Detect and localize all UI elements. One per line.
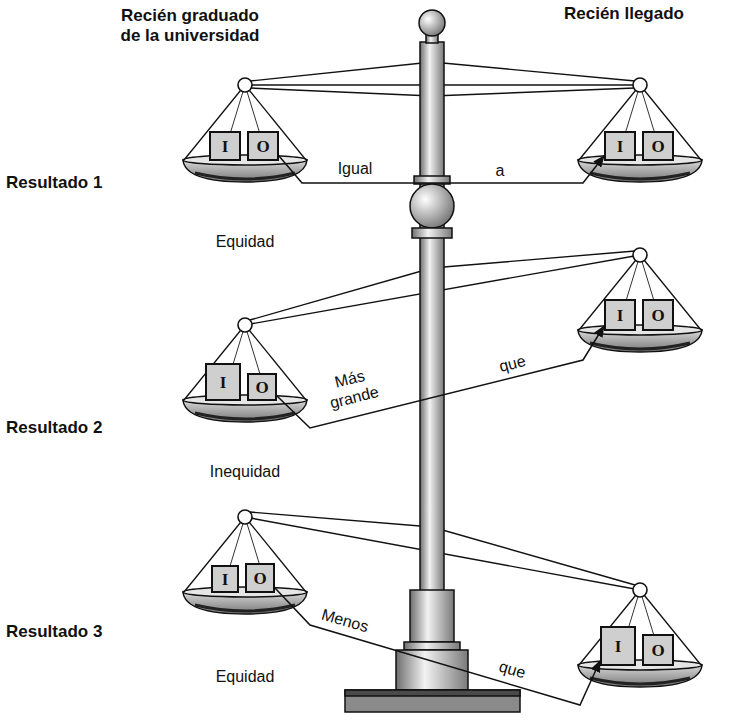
beam-brace: [432, 62, 635, 81]
column-heading: Recién llegado: [564, 4, 684, 24]
pole-pedestal: [396, 650, 468, 690]
comparison-arrow: [275, 588, 600, 705]
pole-knob: [419, 10, 445, 36]
balance-pan: [578, 248, 702, 352]
arrow-word: que: [497, 657, 528, 683]
ratio-letter: I: [222, 571, 229, 588]
ratio-letter: I: [222, 138, 229, 155]
ratio-box: I: [600, 626, 636, 666]
pole-ring: [412, 228, 452, 238]
arrow-word: que: [497, 351, 528, 376]
pole-ball: [410, 184, 454, 228]
ratio-box: O: [247, 131, 279, 161]
beam-brace: [432, 251, 635, 268]
ratio-box: O: [642, 131, 674, 161]
ratio-box: O: [245, 563, 275, 593]
pole-ring: [404, 642, 460, 650]
ratio-box: I: [604, 131, 636, 161]
beam-brace: [250, 88, 432, 96]
ratio-box: I: [211, 565, 239, 593]
arrow-word: a: [496, 161, 505, 180]
ratio-box: O: [642, 634, 674, 666]
ratio-box: O: [642, 299, 674, 331]
ratio-box: I: [209, 131, 241, 161]
comparison-arrow: [277, 326, 604, 428]
beam-brace: [250, 512, 432, 527]
arrow-word: Más grande: [318, 362, 386, 414]
pole-collar: [410, 590, 454, 642]
arrow-word: Igual: [338, 159, 373, 178]
arrow-word: Menos: [319, 605, 370, 637]
beam-brace: [432, 527, 635, 585]
ratio-letter: I: [617, 307, 624, 324]
ratio-letter: O: [253, 570, 266, 587]
outcome-row-label: Resultado 2: [6, 418, 102, 438]
pole-base-edge: [345, 690, 520, 696]
ratio-letter: O: [651, 642, 664, 659]
ratio-box: I: [205, 363, 241, 401]
pole-base: [345, 690, 520, 712]
column-heading: Recién graduado de la universidad: [115, 6, 265, 47]
equity-verdict: Equidad: [216, 232, 275, 251]
ratio-box: I: [604, 299, 636, 331]
ratio-letter: O: [255, 379, 268, 396]
equity-verdict: Equidad: [216, 667, 275, 686]
beam-brace: [250, 62, 432, 81]
beam-brace: [250, 268, 432, 320]
ratio-box: O: [247, 373, 277, 401]
balance-pan: [183, 510, 307, 614]
ratio-letter: O: [651, 307, 664, 324]
balance-pole: [345, 10, 520, 712]
pole-shaft: [420, 42, 444, 652]
ratio-letter: O: [651, 138, 664, 155]
outcome-row-label: Resultado 1: [6, 173, 102, 193]
comparison-arrow: [279, 156, 604, 183]
balance-pan: [578, 583, 702, 687]
ratio-letter: O: [256, 138, 269, 155]
ratio-letter: I: [615, 638, 622, 655]
equity-verdict: Inequidad: [210, 462, 280, 481]
beam-brace: [432, 88, 635, 96]
ratio-letter: I: [220, 374, 227, 391]
ratio-letter: I: [617, 138, 624, 155]
outcome-row-label: Resultado 3: [6, 622, 102, 642]
